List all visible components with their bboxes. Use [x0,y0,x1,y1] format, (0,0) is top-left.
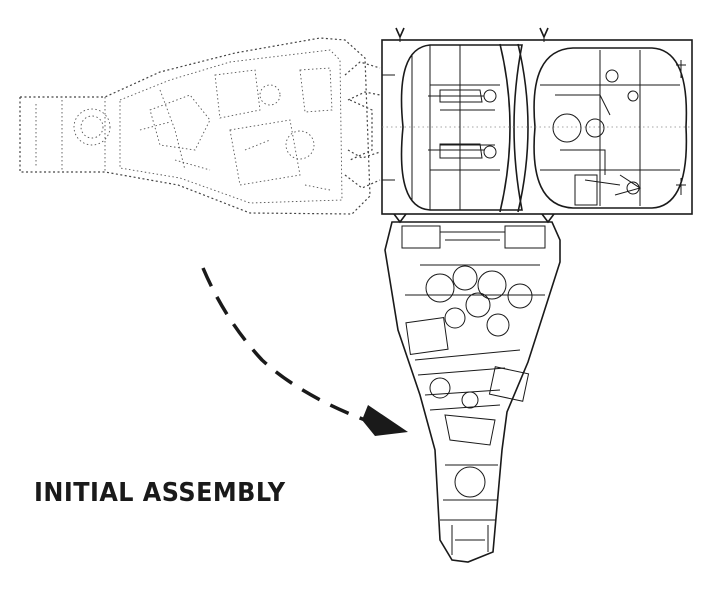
cylinder-module [381,27,693,224]
vertical-module [384,221,561,563]
arrowhead-icon [362,405,408,436]
docking-module-dotted [19,37,381,215]
diagram-caption: INITIAL ASSEMBLY [34,478,286,508]
rotation-arrow [201,267,408,436]
